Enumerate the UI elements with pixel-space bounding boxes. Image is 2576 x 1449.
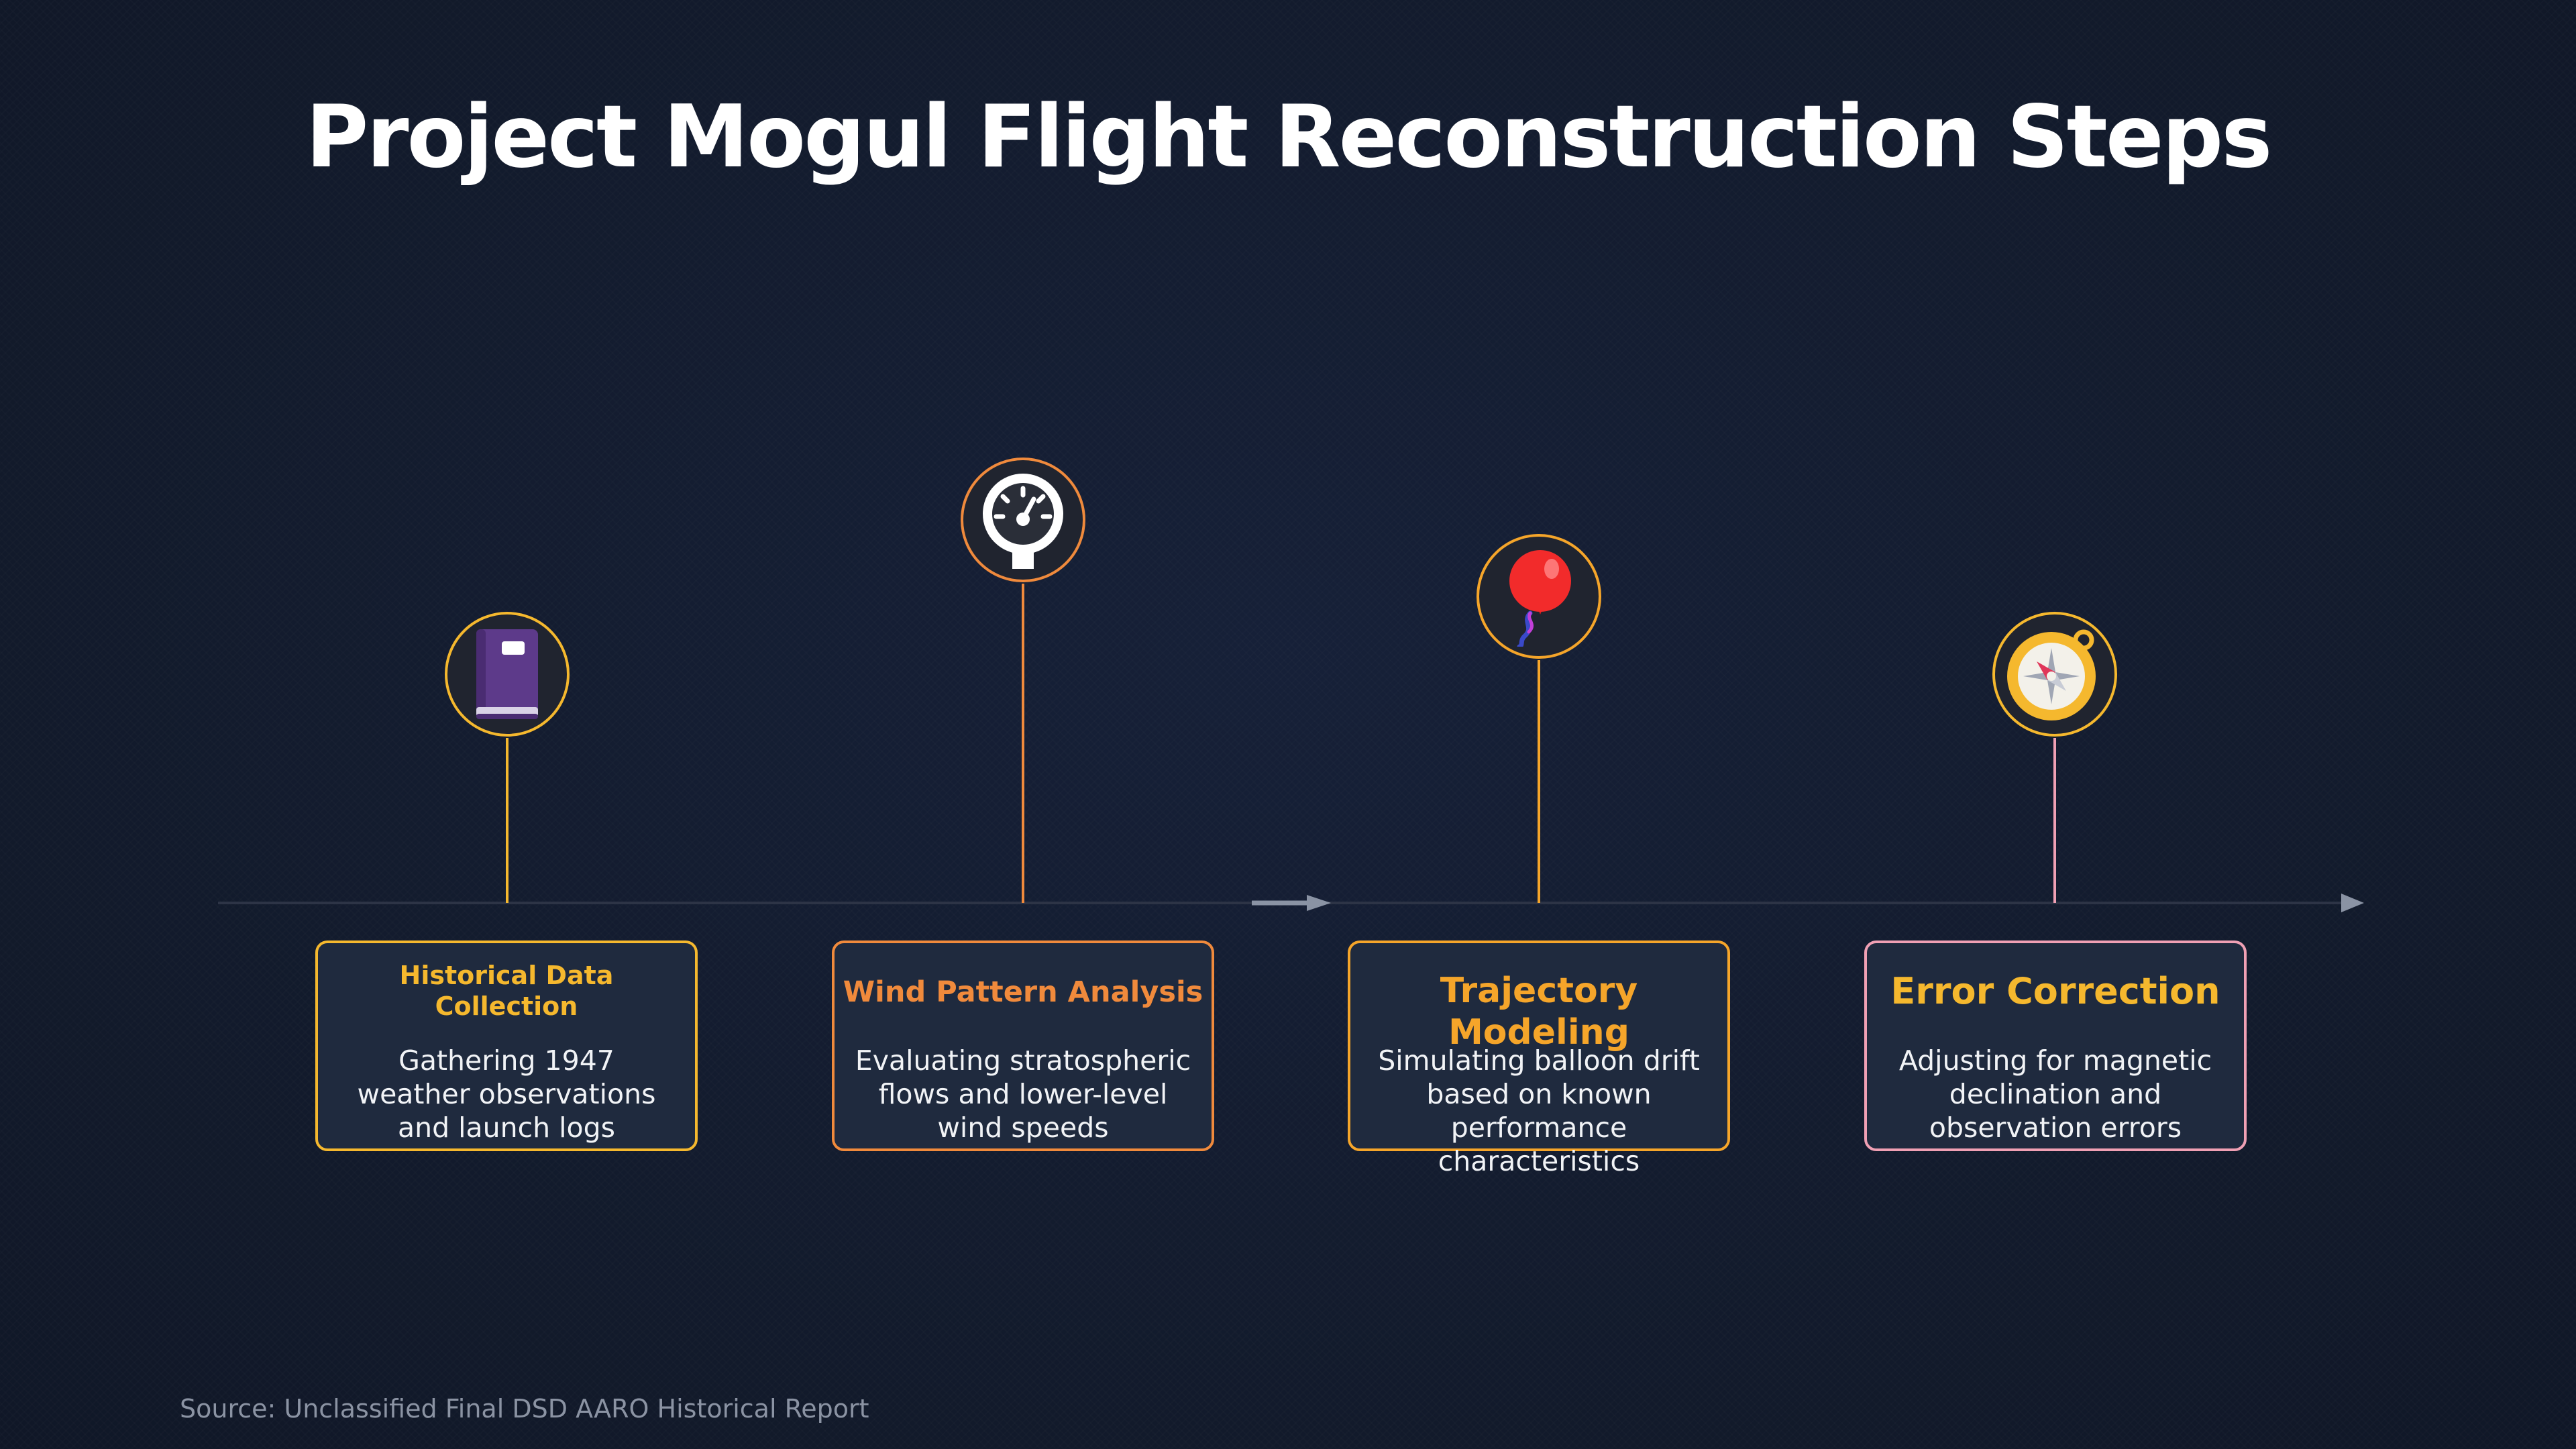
step-2-marker <box>961 458 1085 582</box>
step-1-title: Historical Data Collection <box>399 961 614 1021</box>
gauge-icon <box>983 474 1063 569</box>
compass-icon <box>2007 629 2096 720</box>
step-2-connector <box>1022 584 1024 903</box>
step-4-connector <box>2053 738 2056 903</box>
direction-arrow-icon <box>1252 895 1331 911</box>
step-4-card: Error Correction Adjusting for magnetic … <box>1864 941 2247 1151</box>
step-2-title: Wind Pattern Analysis <box>843 975 1203 1009</box>
step-3-connector <box>1538 660 1540 903</box>
page-title: Project Mogul Flight Reconstruction Step… <box>305 87 2273 187</box>
step-2-description: Evaluating stratospheric flows and lower… <box>855 1044 1191 1144</box>
step-3-title: Trajectory Modeling <box>1440 971 1638 1053</box>
step-1-connector <box>506 738 508 903</box>
step-4-title: Error Correction <box>1890 970 2220 1012</box>
timeline-arrowhead <box>2341 894 2364 912</box>
book-icon <box>476 629 538 719</box>
balloon-icon <box>1509 550 1571 647</box>
step-1-marker <box>445 612 570 737</box>
source-note: Source: Unclassified Final DSD AARO Hist… <box>180 1394 869 1424</box>
step-1-description: Gathering 1947 weather observations and … <box>357 1044 656 1144</box>
step-3-card: Trajectory Modeling Simulating balloon d… <box>1348 941 1730 1177</box>
step-4-marker <box>1992 612 2117 737</box>
step-3-description: Simulating balloon drift based on known … <box>1378 1044 1700 1177</box>
step-2-card: Wind Pattern Analysis Evaluating stratos… <box>832 941 1214 1151</box>
step-3-marker <box>1477 534 1601 659</box>
step-1-card: Historical Data Collection Gathering 194… <box>315 941 698 1151</box>
step-4-description: Adjusting for magnetic declination and o… <box>1898 1044 2212 1144</box>
